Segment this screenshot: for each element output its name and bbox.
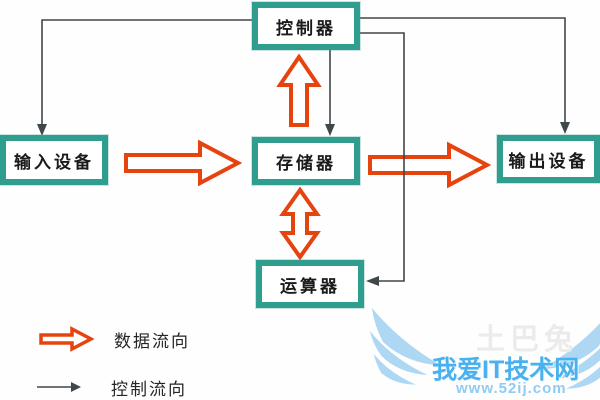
node-alu: 运算器 [256, 260, 364, 308]
node-memory-label: 存储器 [276, 153, 336, 173]
arrowhead-into-memory [325, 124, 335, 136]
data-arrow-memory-to-output [368, 141, 492, 189]
node-alu-label: 运算器 [280, 276, 340, 296]
node-controller-label: 控制器 [276, 18, 336, 38]
control-flow-lines [41, 17, 566, 282]
control-flow-arrowheads [37, 122, 570, 286]
node-input-label: 输入设备 [14, 152, 94, 172]
legend-data-flow: 数据流向 [38, 326, 190, 352]
node-output-device: 输出设备 [497, 135, 600, 183]
node-memory: 存储器 [252, 137, 360, 185]
node-output-label: 输出设备 [508, 151, 589, 171]
data-flow-arrows [124, 53, 492, 261]
control-line-controller-to-input [41, 19, 252, 126]
data-arrow-memory-to-controller [276, 53, 322, 127]
control-line-controller-to-alu [360, 32, 405, 282]
arrowhead-into-input [37, 124, 47, 136]
node-input-device: 输入设备 [0, 135, 108, 185]
legend-control-flow: 控制流向 [35, 374, 187, 400]
control-line-controller-to-output [360, 17, 566, 124]
data-flow-arrow-icon [39, 326, 94, 352]
legend-data-flow-label: 数据流向 [114, 331, 190, 351]
node-controller: 控制器 [252, 2, 360, 50]
arrowhead-into-alu [366, 276, 379, 286]
arrowhead-into-output [560, 122, 570, 134]
data-arrow-memory-alu-bidirectional [279, 186, 321, 261]
control-flow-arrow-icon [37, 382, 81, 392]
legend-control-flow-label: 控制流向 [111, 379, 187, 399]
data-arrow-input-to-memory [124, 139, 243, 187]
